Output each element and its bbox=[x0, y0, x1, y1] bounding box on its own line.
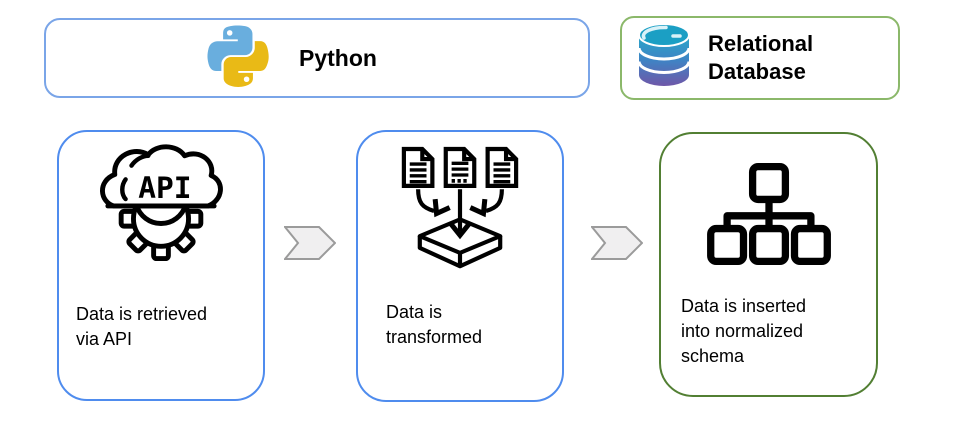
step-transform-card: Data is transformed bbox=[356, 130, 564, 402]
step-transform-caption: Data is transformed bbox=[386, 302, 483, 347]
python-header-box: Python bbox=[44, 18, 590, 98]
api-cloud-gear-icon: API bbox=[92, 143, 230, 268]
api-text: API bbox=[138, 171, 191, 205]
step-retrieve-caption: Data is retrieved via API bbox=[76, 304, 208, 349]
schema-tree-icon bbox=[705, 163, 833, 270]
database-icon bbox=[632, 22, 696, 95]
flow-arrow-icon bbox=[589, 226, 644, 265]
documents-transform-icon bbox=[397, 144, 523, 283]
python-logo-icon bbox=[207, 24, 269, 93]
step-insert-card: Data is inserted into normalized schema bbox=[659, 132, 878, 397]
python-label: Python bbox=[299, 44, 377, 71]
database-header-box: Relational Database bbox=[620, 16, 900, 100]
flow-arrow-icon bbox=[282, 226, 337, 265]
step-insert-caption: Data is inserted into normalized schema bbox=[681, 296, 807, 366]
database-label: Relational Database bbox=[708, 31, 814, 84]
step-retrieve-card: API Data is retrieved via API bbox=[57, 130, 265, 401]
